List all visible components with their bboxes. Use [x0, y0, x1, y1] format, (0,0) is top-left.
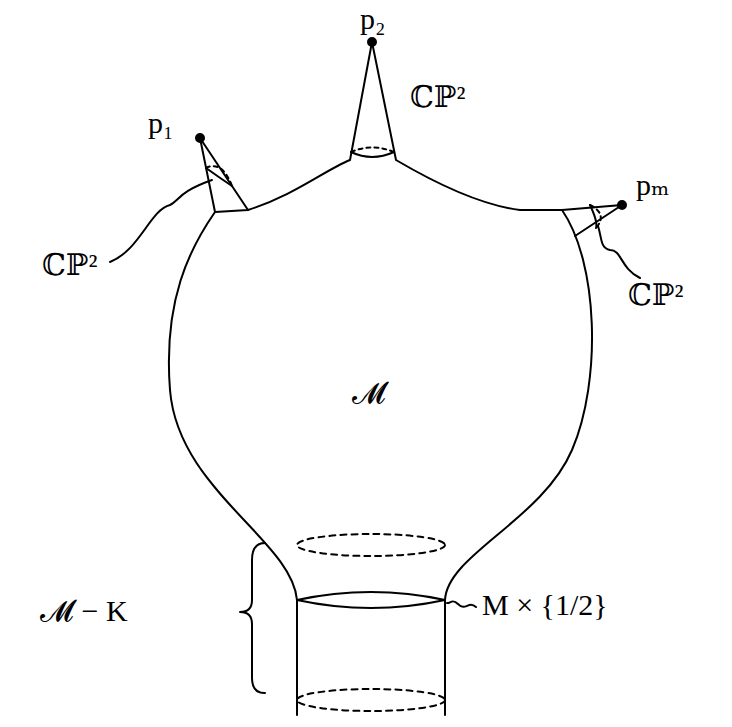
- point-dot: [368, 38, 376, 46]
- space-label: ℂℙ²: [42, 250, 97, 280]
- brace: [240, 543, 265, 693]
- region-label: 𝓜 − K: [40, 596, 128, 626]
- cone-base-hidden: [206, 166, 232, 186]
- section-dashed: [297, 689, 445, 711]
- section-dashed: [297, 534, 445, 556]
- manifold-label: 𝓜: [352, 378, 386, 408]
- point-label: p₁: [148, 108, 173, 138]
- leader-line: [110, 180, 212, 262]
- leader-line: [598, 226, 640, 278]
- section-solid: [297, 600, 445, 608]
- leader-line: [447, 601, 476, 607]
- space-label: ℂℙ²: [410, 82, 465, 112]
- space-label: ℂℙ²: [628, 280, 683, 310]
- cone: [562, 205, 622, 236]
- point-dot: [196, 134, 204, 142]
- point-label: p₂: [360, 4, 385, 34]
- cone-base: [590, 205, 596, 228]
- cone-base-hidden: [590, 205, 601, 228]
- cone: [200, 138, 248, 212]
- point-label: pₘ: [636, 170, 669, 200]
- slice-label: M × {1/2}: [482, 590, 608, 620]
- cone-base: [351, 152, 394, 157]
- section-solid-back: [297, 592, 445, 600]
- point-dot: [618, 201, 626, 209]
- cone-base-hidden: [351, 148, 394, 153]
